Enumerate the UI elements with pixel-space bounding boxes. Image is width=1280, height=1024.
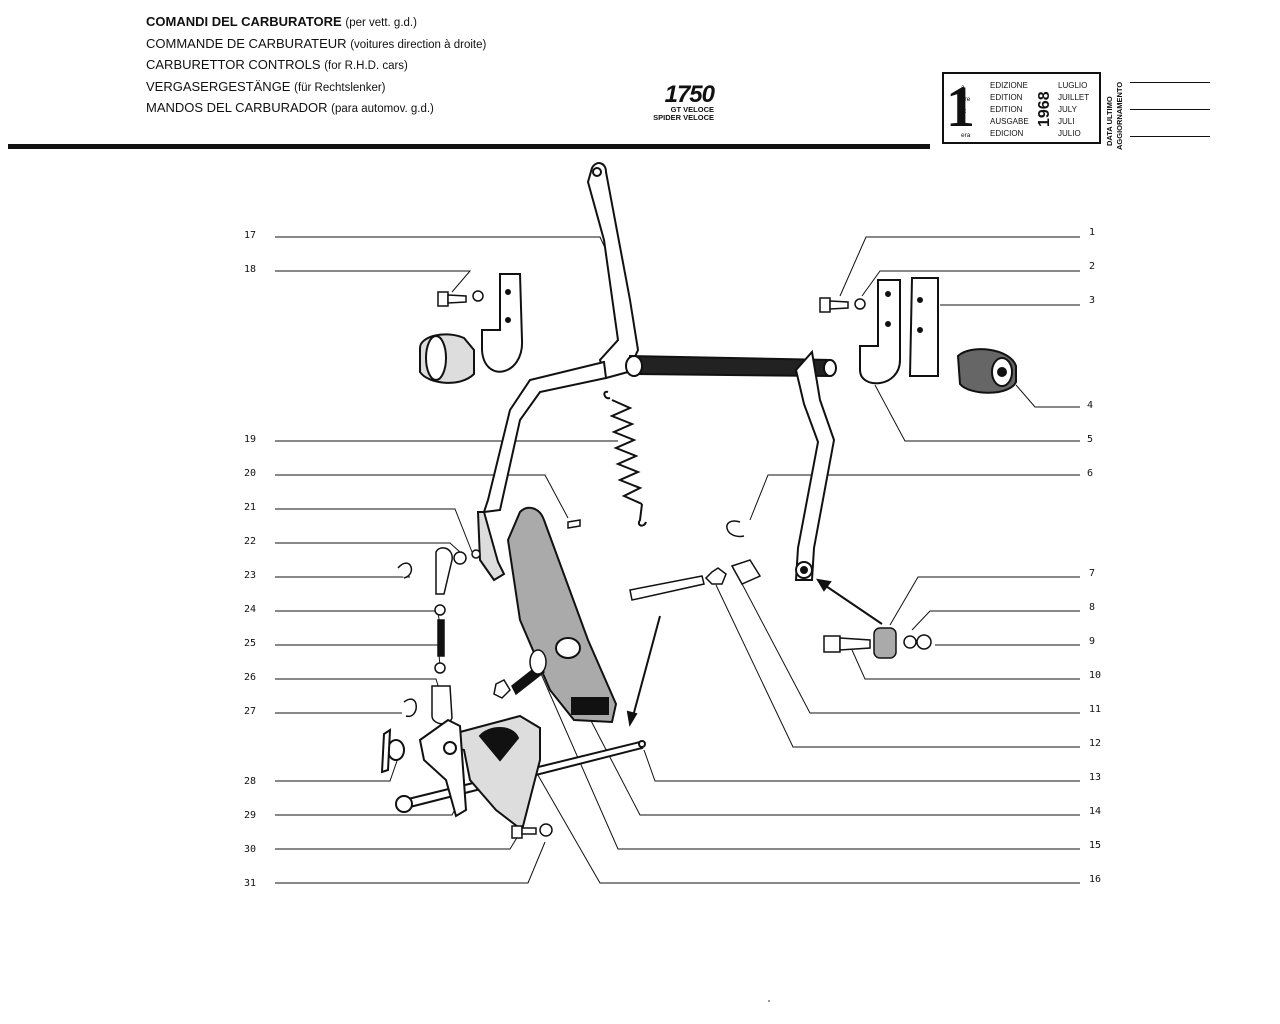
leader-lines-right xyxy=(534,236,1080,884)
edition-label: AUSGABE xyxy=(990,117,1029,126)
callout-27: 27 xyxy=(243,706,256,717)
callout-25: 25 xyxy=(243,638,256,649)
title-italian: COMANDI DEL CARBURATORE (per vett. g.d.) xyxy=(146,14,417,29)
edition-month: JULI xyxy=(1058,117,1075,126)
model-variant-spider: SPIDER VELOCE xyxy=(653,113,714,122)
callout-4: 4 xyxy=(1087,400,1094,411)
callout-9: 9 xyxy=(1089,636,1096,647)
edition-label: EDITION xyxy=(990,105,1023,114)
callout-8: 8 xyxy=(1089,602,1096,613)
callout-22: 22 xyxy=(243,536,256,547)
callout-20: 20 xyxy=(243,468,256,479)
bolt-30 xyxy=(511,823,553,839)
accelerator-pedal-lever xyxy=(476,162,640,582)
title-german: VERGASERGESTÄNGE (für Rechtslenker) xyxy=(146,78,386,94)
callout-16: 16 xyxy=(1089,874,1102,885)
callout-1: 1 xyxy=(1089,227,1096,238)
scan-speck xyxy=(768,1000,770,1002)
callout-5: 5 xyxy=(1087,434,1094,445)
callout-23: 23 xyxy=(243,570,256,581)
callout-11: 11 xyxy=(1089,704,1102,715)
callout-30: 30 xyxy=(243,844,256,855)
bolt-1 xyxy=(819,297,866,313)
callout-14: 14 xyxy=(1089,806,1102,817)
edition-suffix: st xyxy=(961,108,967,115)
return-spring xyxy=(603,390,647,527)
pedal-plate xyxy=(506,506,618,724)
model-logo: 1750 GT VELOCE SPIDER VELOCE xyxy=(628,81,715,122)
assembly-arrows xyxy=(626,578,883,727)
bracket-left xyxy=(419,273,524,384)
callout-13: 13 xyxy=(1089,772,1102,783)
callout-26: 26 xyxy=(243,672,256,683)
callout-28: 28 xyxy=(243,776,256,787)
edition-label: EDITION xyxy=(990,93,1023,102)
callout-18: 18 xyxy=(243,264,256,275)
bolt-assembly-right xyxy=(823,627,932,659)
edition-suffix: a xyxy=(961,84,965,91)
callout-15: 15 xyxy=(1089,840,1102,851)
update-line xyxy=(1130,109,1210,110)
update-line xyxy=(1130,82,1210,83)
title-spanish: MANDOS DEL CARBURADOR (para automov. g.d… xyxy=(146,100,434,116)
edition-box: 1 a ere st . era EDIZIONE EDITION EDITIO… xyxy=(942,72,1101,144)
callout-31: 31 xyxy=(243,878,256,889)
callout-17: 17 xyxy=(243,230,256,241)
callout-2: 2 xyxy=(1089,261,1096,272)
callout-19: 19 xyxy=(243,434,256,445)
callout-6: 6 xyxy=(1087,468,1094,479)
callout-3: 3 xyxy=(1089,295,1096,306)
callout-29: 29 xyxy=(243,810,256,821)
rubber-bushing xyxy=(956,348,1017,394)
callout-21: 21 xyxy=(243,502,256,513)
edition-label: EDIZIONE xyxy=(990,81,1028,90)
model-variant-gt: GT VELOCE xyxy=(670,105,714,114)
edition-number: 1 xyxy=(946,74,975,139)
update-line xyxy=(1130,136,1210,137)
callout-24: 24 xyxy=(243,604,256,615)
edition-month: JULY xyxy=(1058,105,1077,114)
lower-linkage xyxy=(380,714,646,832)
title-english: CARBURETTOR CONTROLS (for R.H.D. cars) xyxy=(146,57,408,73)
callout-7: 7 xyxy=(1089,568,1096,579)
model-number: 1750 xyxy=(664,81,715,108)
callout-10: 10 xyxy=(1089,670,1102,681)
cross-shaft xyxy=(625,354,837,378)
title-french: COMMANDE DE CARBURATEUR (voitures direct… xyxy=(146,35,487,51)
edition-suffix: ere xyxy=(961,96,971,103)
edition-suffix: . xyxy=(961,120,963,127)
edition-suffix: era xyxy=(961,132,971,139)
bolt-18 xyxy=(437,290,484,307)
right-lever xyxy=(794,349,836,581)
small-parts xyxy=(397,519,762,725)
bracket-right xyxy=(859,277,939,385)
edition-month: LUGLIO xyxy=(1058,81,1088,90)
edition-month: JUILLET xyxy=(1058,93,1090,102)
callout-12: 12 xyxy=(1089,738,1102,749)
edition-month: JULIO xyxy=(1058,129,1081,138)
multilingual-title-block: COMANDI DEL CARBURATORE (per vett. g.d.)… xyxy=(146,12,486,120)
header-rule xyxy=(8,144,930,149)
edition-label: EDICION xyxy=(990,129,1024,138)
